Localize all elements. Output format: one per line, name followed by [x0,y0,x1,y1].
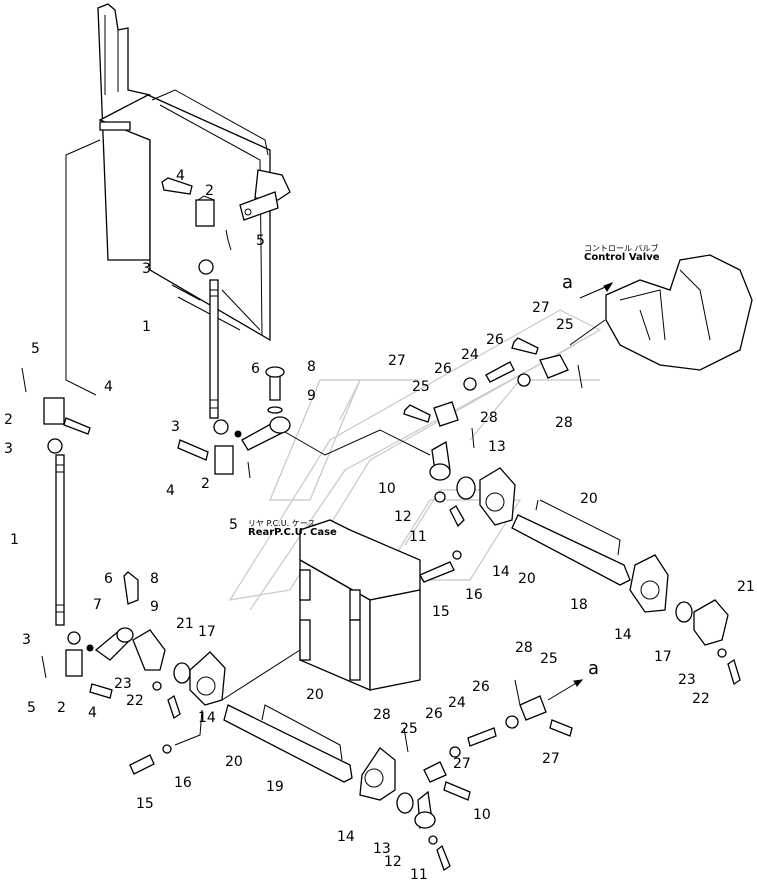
part-label-14: 14 [337,829,355,845]
part-label-2: 2 [57,700,66,716]
part-label-23: 23 [114,676,132,692]
part-label-21: 21 [737,579,755,595]
part-label-12: 12 [394,509,412,525]
part-label-5: 5 [31,341,40,357]
part-label-20: 20 [306,687,324,703]
part-label-14: 14 [492,564,510,580]
part-label-17: 17 [654,649,672,665]
part-label-28: 28 [480,410,498,426]
bracket-leader [65,139,101,396]
part-label-10: 10 [378,481,396,497]
part-label-2: 2 [205,183,214,199]
part-label-14: 14 [614,627,632,643]
part-label-24: 24 [448,695,466,711]
rear-pcu-case-label-jp: リヤ P.C.U. ケース [248,519,316,528]
upper-rod-assembly [161,177,232,419]
part-label-5: 5 [229,517,238,533]
control-valve-label-jp: コントロール バルブ [584,244,659,253]
part-label-3: 3 [22,632,31,648]
part-label-20: 20 [580,491,598,507]
part-label-27: 27 [542,751,560,767]
part-label-22: 22 [126,693,144,709]
right-middle-parts [419,440,741,686]
part-label-10: 10 [473,807,491,823]
part-label-28: 28 [515,640,533,656]
part-label-19: 19 [266,779,284,795]
part-label-25: 25 [412,379,430,395]
part-label-26: 26 [425,706,443,722]
rear-pcu-case-label-en: RearP.C.U. Case [248,527,337,539]
part-label-5: 5 [256,233,265,249]
part-label-9: 9 [307,388,316,404]
part-label-4: 4 [104,379,113,395]
part-label-28: 28 [373,707,391,723]
part-label-4: 4 [166,483,175,499]
part-label-3: 3 [142,261,151,277]
part-label-21: 21 [176,616,194,632]
rear-pcu-case [299,519,421,691]
part-label-3: 3 [4,441,13,457]
part-label-3: 3 [171,419,180,435]
part-label-23: 23 [678,672,696,688]
part-label-9: 9 [150,599,159,615]
part-label-16: 16 [174,775,192,791]
part-label-7: 7 [93,597,102,613]
part-label-25: 25 [556,317,574,333]
part-label-6: 6 [104,571,113,587]
part-label-26: 26 [472,679,490,695]
part-label-14: 14 [198,710,216,726]
control-valve-label: コントロール バルブ Control Valve [584,244,660,264]
part-label-17: 17 [198,624,216,640]
part-label-5: 5 [27,700,36,716]
ref-arrow-a-top: a [562,272,574,293]
part-label-25: 25 [400,721,418,737]
part-label-20: 20 [518,571,536,587]
part-label-11: 11 [410,867,428,883]
control-valve-label-en: Control Valve [584,252,660,264]
part-label-18: 18 [570,597,588,613]
part-label-28: 28 [555,415,573,431]
part-label-4: 4 [88,705,97,721]
part-label-2: 2 [4,412,13,428]
part-label-27: 27 [532,300,550,316]
part-label-27: 27 [453,756,471,772]
part-label-11: 11 [409,529,427,545]
upper-linkage [403,337,583,449]
left-rod-assembly [21,367,113,699]
lower-left-parts [86,571,353,783]
control-valve [569,254,753,371]
part-label-26: 26 [434,361,452,377]
part-label-13: 13 [488,439,506,455]
watermark [228,309,602,611]
part-label-22: 22 [692,691,710,707]
part-label-20: 20 [225,754,243,770]
rear-pcu-case-label: リヤ P.C.U. ケース RearP.C.U. Case [248,519,337,539]
part-label-8: 8 [150,571,159,587]
part-label-15: 15 [432,604,450,620]
part-label-27: 27 [388,353,406,369]
ref-arrow-a-bottom: a [588,658,600,679]
part-label-6: 6 [251,361,260,377]
part-label-1: 1 [10,532,19,548]
part-label-8: 8 [307,359,316,375]
part-label-4: 4 [176,168,185,184]
part-label-12: 12 [384,854,402,870]
part-label-13: 13 [373,841,391,857]
upper-bracket [97,3,291,342]
part-label-16: 16 [465,587,483,603]
lower-right-parts [359,679,584,872]
part-label-26: 26 [486,332,504,348]
part-label-24: 24 [461,347,479,363]
part-label-15: 15 [136,796,154,812]
part-label-1: 1 [142,319,151,335]
part-label-2: 2 [201,476,210,492]
part-label-25: 25 [540,651,558,667]
middle-lever-assembly [177,366,431,479]
